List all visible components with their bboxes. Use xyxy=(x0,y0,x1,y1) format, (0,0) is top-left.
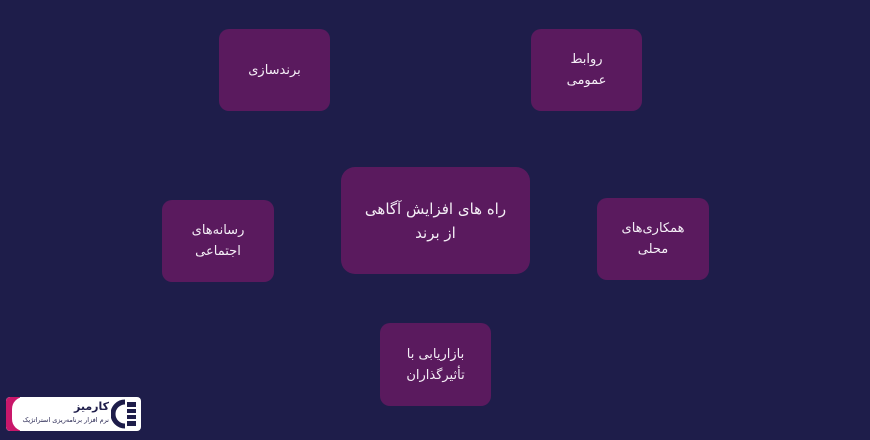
logo-accent-shape xyxy=(6,397,26,431)
social-media-node: رسانه‌های اجتماعی xyxy=(162,200,274,282)
social-media-label: رسانه‌های اجتماعی xyxy=(191,223,245,259)
branding-label: برندسازی xyxy=(248,62,301,78)
public-relations-label: روابط عمومی xyxy=(566,52,607,88)
logo-tagline: نرم افزار برنامه‌ریزی استراتژیک xyxy=(22,416,109,424)
brand-logo: کارمیز نرم افزار برنامه‌ریزی استراتژیک xyxy=(6,397,141,431)
logo-mark-icon xyxy=(111,399,136,429)
influencer-marketing-node: بازاریابی با تأثیرگذاران xyxy=(380,323,491,406)
central-topic-label: راه های افزایش آگاهی از برند xyxy=(364,199,507,242)
local-partnerships-label: همکاری‌های محلی xyxy=(621,221,685,257)
logo-brand-name: کارمیز xyxy=(73,400,109,413)
public-relations-node: روابط عمومی xyxy=(531,29,642,111)
local-partnerships-node: همکاری‌های محلی xyxy=(597,198,709,280)
influencer-marketing-label: بازاریابی با تأثیرگذاران xyxy=(406,346,465,383)
central-topic-node: راه های افزایش آگاهی از برند xyxy=(341,167,530,274)
branding-node: برندسازی xyxy=(219,29,330,111)
